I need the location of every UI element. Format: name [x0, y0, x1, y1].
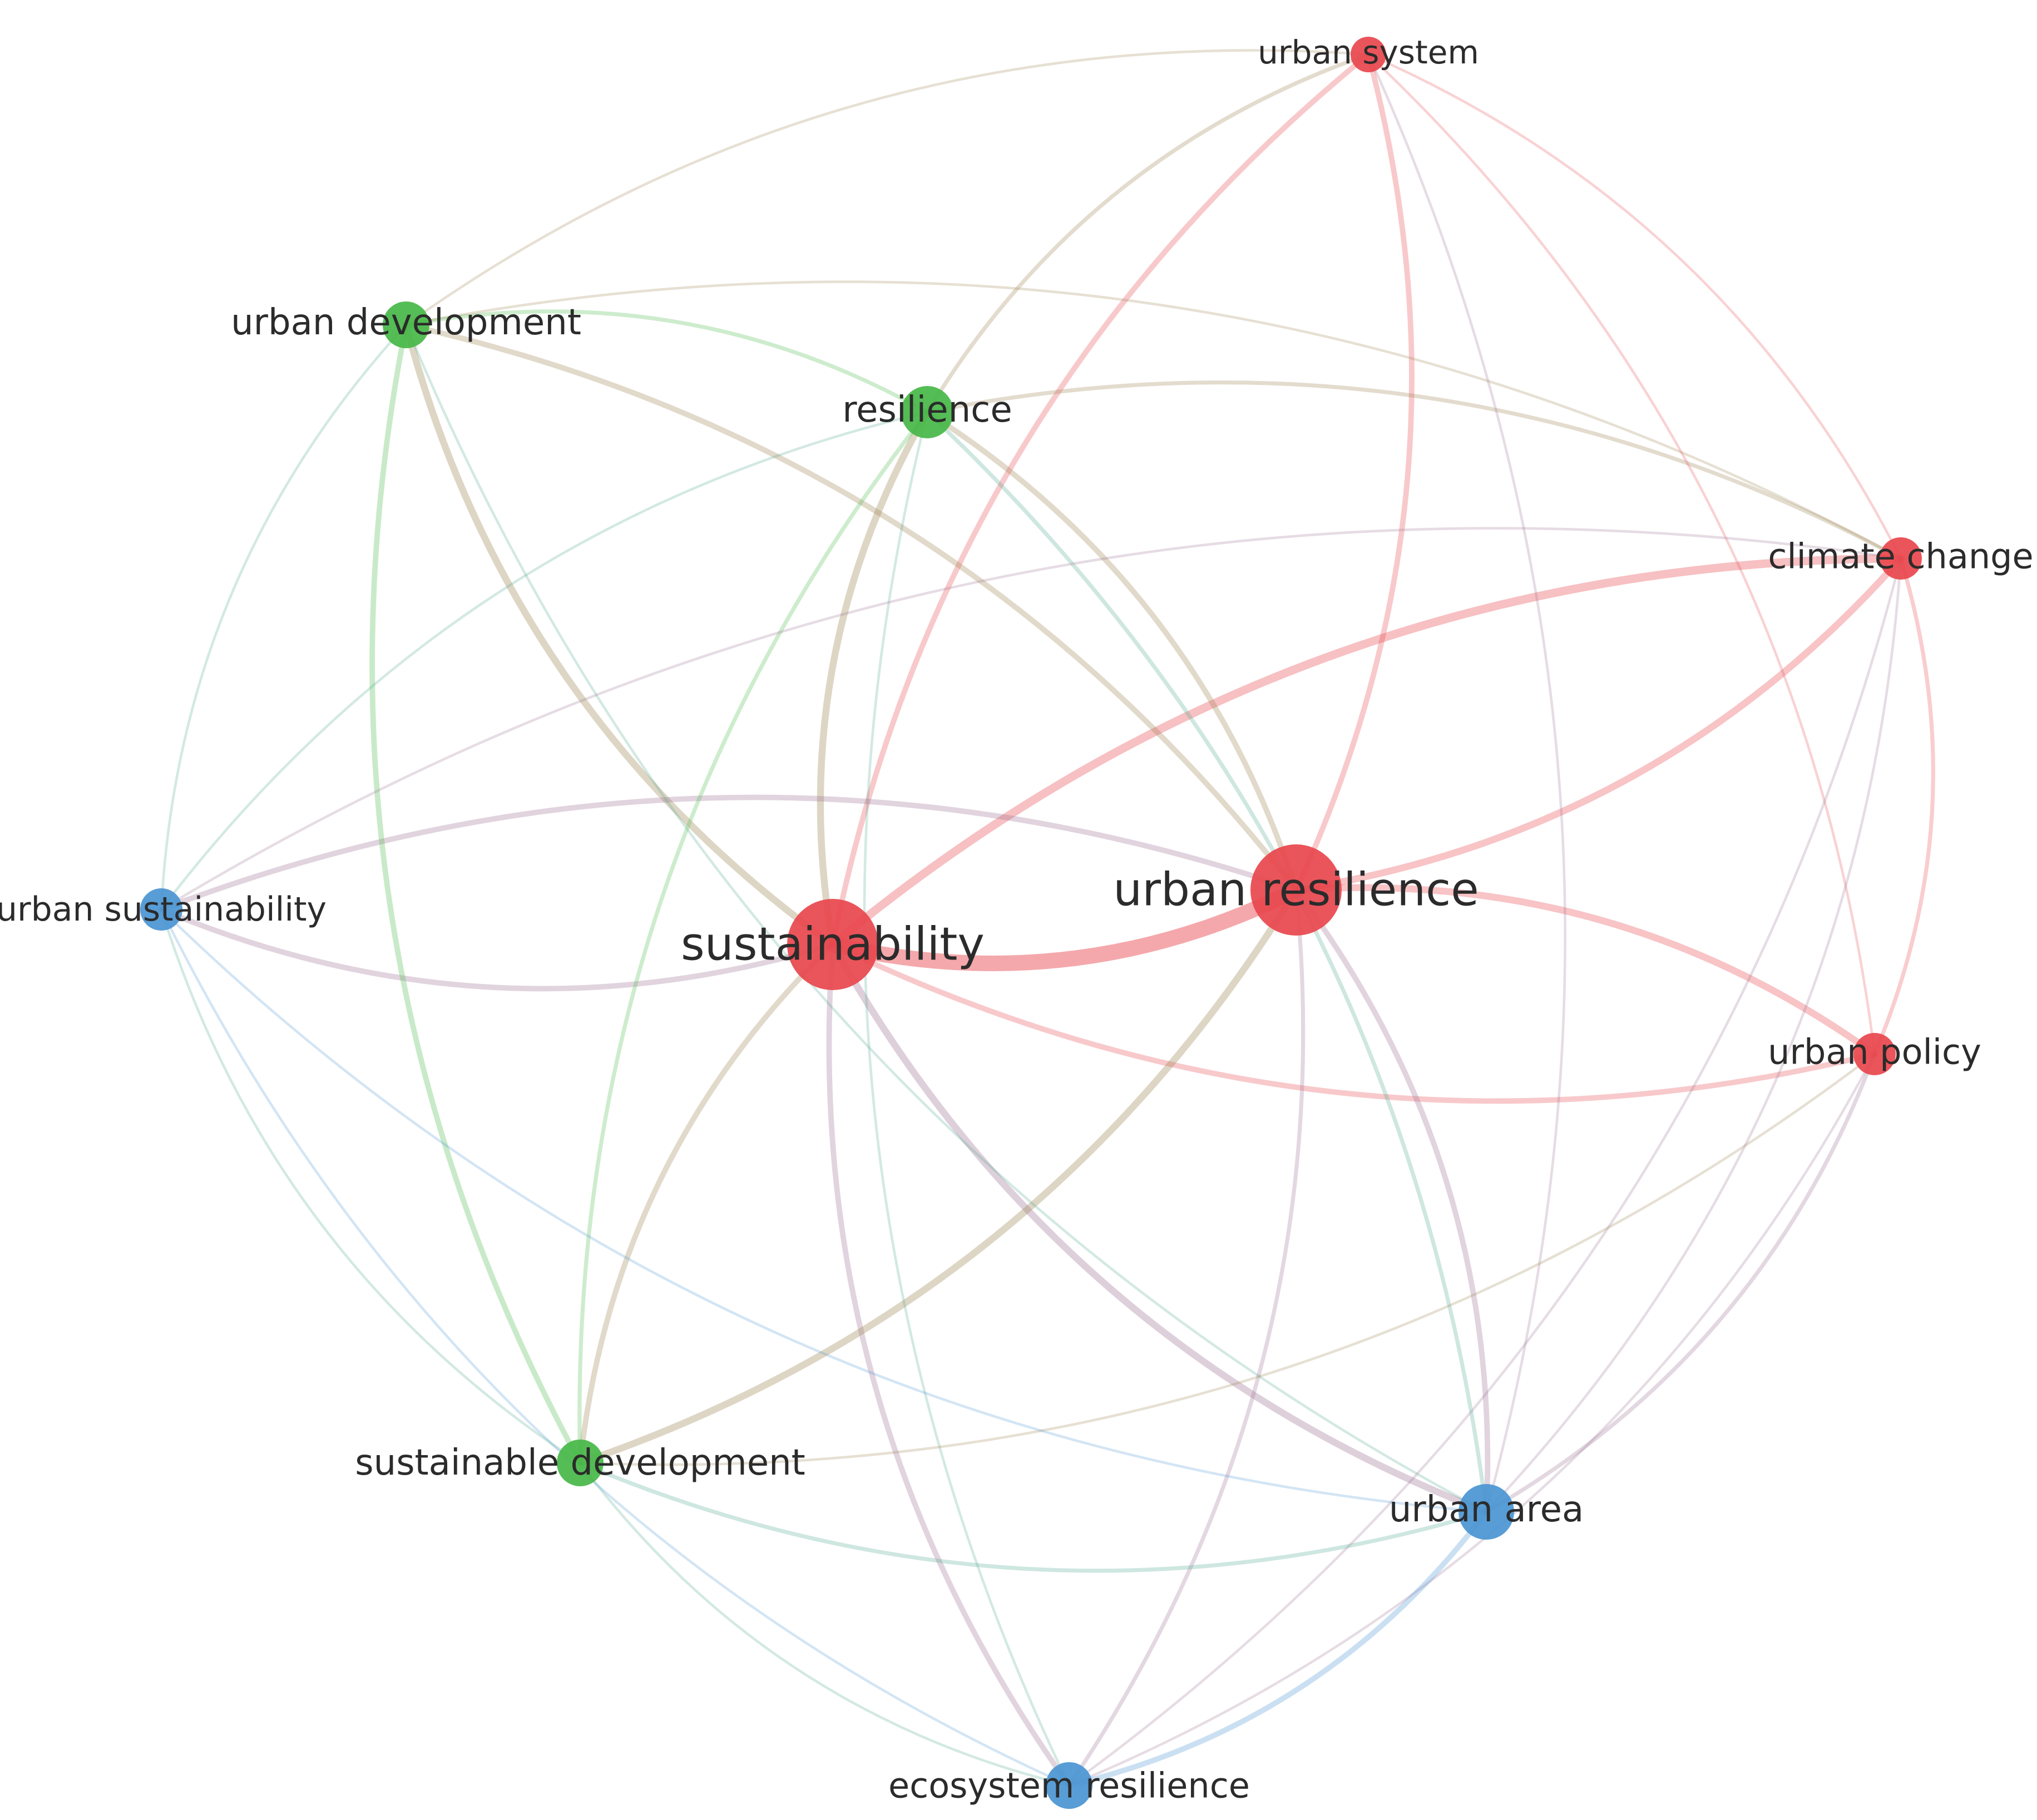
edge-sustainability-ecosystem-resilience	[826, 942, 1072, 1788]
node-urban-policy[interactable]	[1853, 1033, 1896, 1075]
label-sustainable-development[interactable]: sustainable development	[355, 1442, 805, 1483]
edge-sustainability-resilience	[817, 408, 931, 948]
edge-urban-system-climate-change	[1367, 53, 1902, 560]
label-climate-change[interactable]: climate change	[1768, 536, 2033, 577]
edge-climate-change-urban-policy	[1872, 556, 1935, 1056]
edge-resilience-urban-sustainability	[160, 411, 929, 911]
edge-urban-system-urban-policy	[1367, 53, 1876, 1056]
label-urban-policy[interactable]: urban policy	[1768, 1032, 1981, 1072]
node-urban-sustainability[interactable]	[140, 888, 182, 931]
edge-resilience-climate-change	[925, 380, 1903, 561]
node-urban-resilience[interactable]	[1250, 844, 1342, 936]
edge-urban-policy-ecosystem-resilience	[1067, 1052, 1876, 1787]
edge-sustainability-climate-change	[828, 554, 1905, 949]
edge-climate-change-urban-area	[1485, 557, 1902, 1514]
edge-urban-resilience-resilience	[924, 409, 1299, 893]
edge-urban-resilience-sustainable-development	[576, 886, 1300, 1467]
edge-sustainability-urban-development	[402, 321, 837, 948]
edge-sustainability-urban-area	[829, 941, 1490, 1516]
edge-urban-development-resilience	[404, 309, 929, 414]
label-urban-resilience[interactable]: urban resilience	[1113, 864, 1479, 917]
edge-resilience-ecosystem-resilience	[863, 411, 1071, 1787]
edge-urban-resilience-urban-system	[1293, 52, 1415, 893]
node-sustainable-development[interactable]	[557, 1440, 604, 1486]
edge-sustainable-development-ecosystem-resilience	[579, 1461, 1071, 1787]
node-resilience[interactable]	[901, 386, 953, 438]
node-climate-change[interactable]	[1880, 537, 1922, 580]
node-urban-area[interactable]	[1458, 1484, 1514, 1540]
label-sustainability[interactable]: sustainability	[681, 918, 985, 971]
edge-sustainability-urban-resilience	[825, 882, 1304, 971]
edge-urban-sustainability-ecosystem-resilience	[160, 908, 1071, 1787]
edge-sustainable-development-urban-area	[578, 1461, 1489, 1573]
edge-sustainability-sustainable-development	[577, 942, 835, 1466]
edge-urban-resilience-climate-change	[1292, 555, 1905, 894]
edge-urban-resilience-urban-area	[1293, 887, 1491, 1515]
edge-urban-development-sustainable-development	[369, 322, 583, 1466]
edge-urban-sustainability-urban-area	[160, 908, 1488, 1514]
label-urban-area[interactable]: urban area	[1389, 1489, 1584, 1530]
label-urban-development[interactable]: urban development	[231, 302, 581, 343]
label-resilience[interactable]: resilience	[842, 389, 1012, 431]
edge-urban-development-urban-sustainability	[160, 323, 408, 911]
edge-urban-system-urban-area	[1367, 53, 1566, 1514]
edge-urban-area-ecosystem-resilience	[1066, 1509, 1489, 1788]
edge-layer	[159, 49, 1935, 1788]
edge-urban-policy-sustainable-development	[579, 1052, 1876, 1466]
edge-urban-resilience-urban-sustainability	[159, 794, 1299, 912]
label-urban-system[interactable]: urban system	[1258, 33, 1479, 71]
node-layer	[140, 37, 1922, 1809]
edge-sustainability-urban-system	[830, 52, 1371, 947]
edge-urban-resilience-urban-development	[403, 322, 1299, 893]
node-urban-system[interactable]	[1351, 37, 1386, 72]
edge-climate-change-urban-sustainability	[160, 527, 1902, 911]
edge-urban-resilience-ecosystem-resilience	[1067, 888, 1306, 1788]
edge-urban-development-climate-change	[404, 280, 1902, 560]
edge-urban-development-urban-area	[404, 323, 1488, 1514]
edge-urban-resilience-urban-policy	[1292, 884, 1878, 1058]
edge-climate-change-ecosystem-resilience	[1067, 557, 1902, 1787]
node-sustainability[interactable]	[787, 899, 878, 990]
edge-urban-development-urban-system	[404, 49, 1370, 327]
node-ecosystem-resilience[interactable]	[1046, 1762, 1092, 1809]
label-layer: urban system urban development resilience c…	[0, 33, 2034, 1806]
edge-urban-policy-urban-area	[1484, 1052, 1877, 1514]
node-urban-development[interactable]	[383, 301, 429, 348]
edge-urban-sustainability-sustainable-development	[160, 908, 582, 1465]
edge-sustainability-urban-sustainability	[159, 907, 835, 992]
edge-sustainability-urban-policy	[830, 942, 1877, 1104]
edge-resilience-urban-system	[925, 52, 1371, 414]
label-urban-sustainability[interactable]: urban sustainability	[0, 890, 327, 929]
label-ecosystem-resilience[interactable]: ecosystem resilience	[888, 1765, 1250, 1806]
edge-resilience-sustainable-development	[577, 410, 929, 1465]
